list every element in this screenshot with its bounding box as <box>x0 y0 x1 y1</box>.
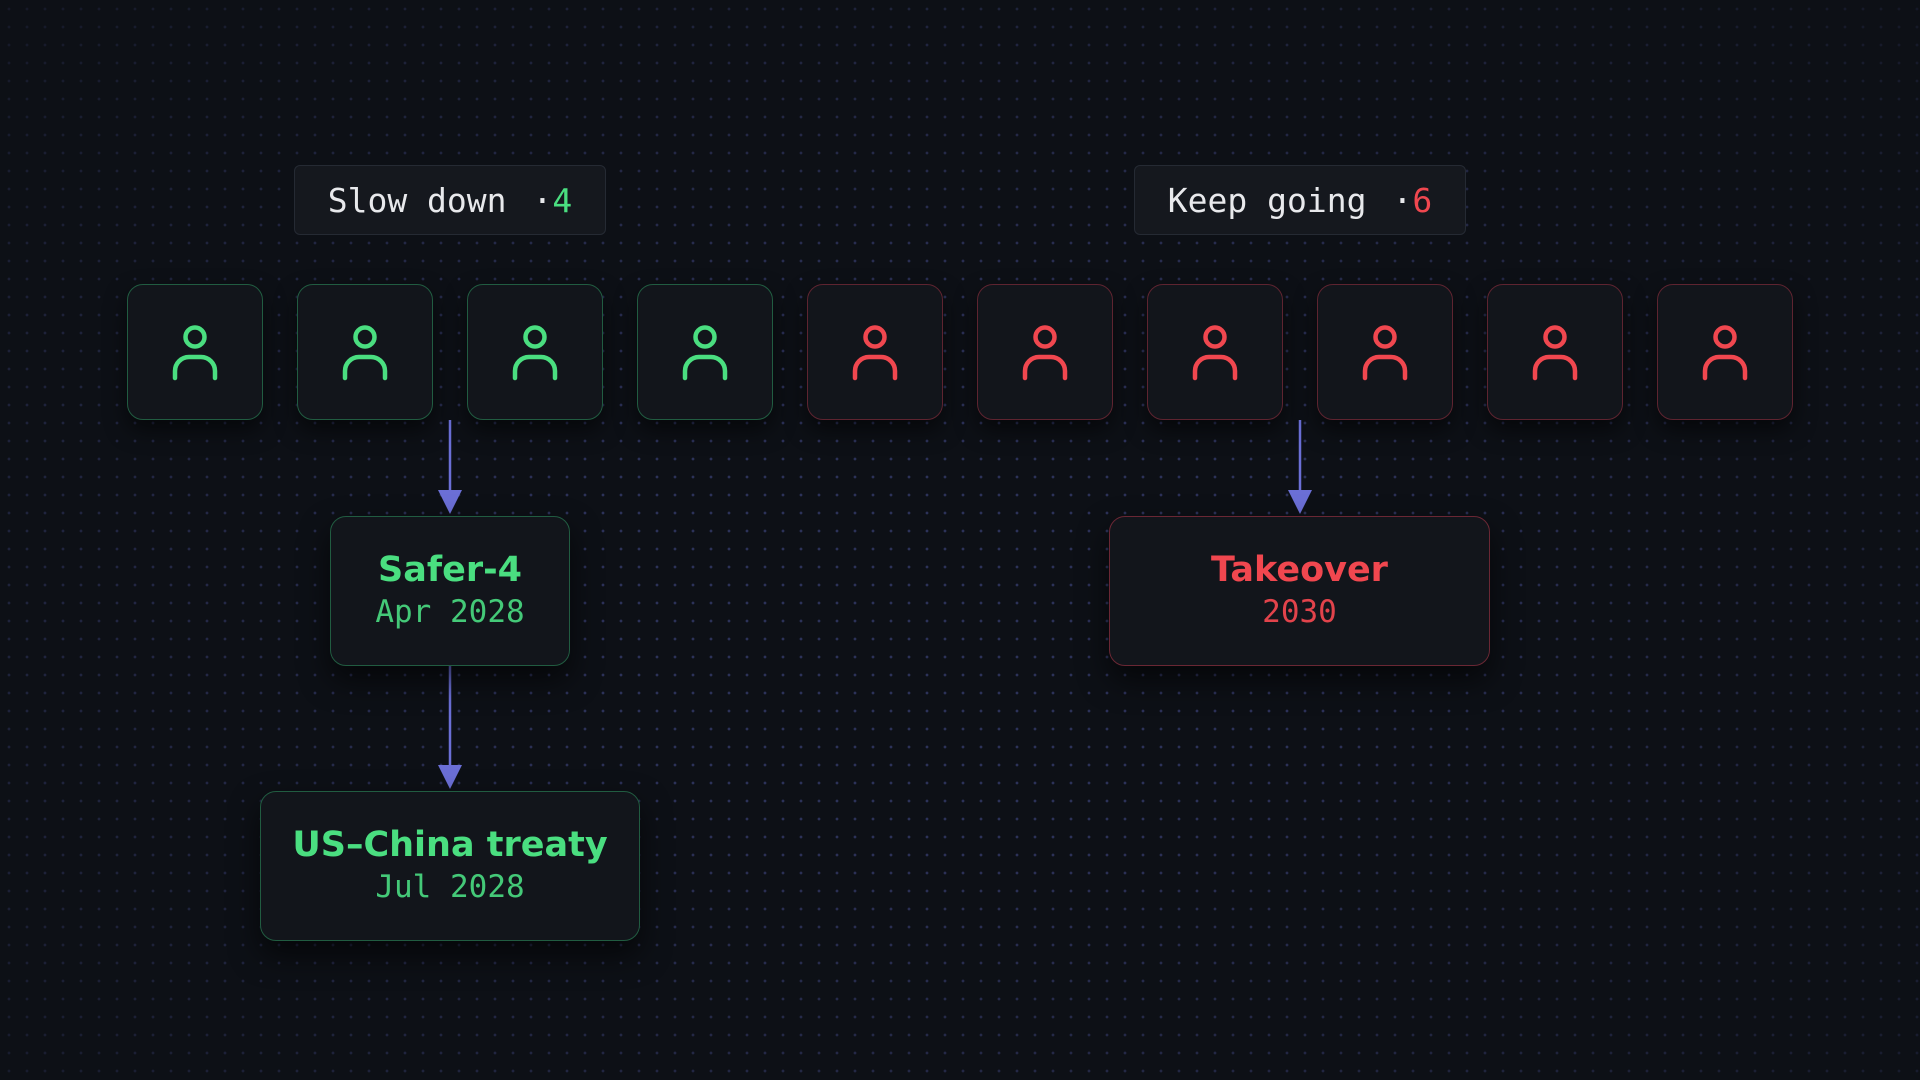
person-icon <box>852 323 898 381</box>
person-card-7 <box>1147 284 1283 420</box>
outcome-takeover: Takeover 2030 <box>1109 516 1490 666</box>
person-icon <box>342 323 388 381</box>
person-card-1 <box>127 284 263 420</box>
person-card-4 <box>637 284 773 420</box>
arrow-keep-to-takeover <box>1288 420 1312 514</box>
person-icon <box>172 323 218 381</box>
outcome-safer-4: Safer-4 Apr 2028 <box>330 516 570 666</box>
slow-down-text: Slow down <box>327 180 507 220</box>
outcome-date: 2030 <box>1262 593 1337 630</box>
keep-going-count: 6 <box>1412 180 1433 220</box>
person-icon <box>512 323 558 381</box>
keep-going-separator: · <box>1392 180 1413 220</box>
slow-down-label: Slow down · 4 <box>294 165 606 235</box>
person-card-6 <box>977 284 1113 420</box>
person-card-2 <box>297 284 433 420</box>
outcome-date: Apr 2028 <box>375 593 525 630</box>
person-card-9 <box>1487 284 1623 420</box>
person-card-3 <box>467 284 603 420</box>
person-icon <box>1702 323 1748 381</box>
keep-going-label: Keep going · 6 <box>1134 165 1466 235</box>
person-icon <box>1022 323 1068 381</box>
person-icon <box>1532 323 1578 381</box>
outcome-date: Jul 2028 <box>375 868 525 905</box>
arrow-safer-to-treaty <box>438 666 462 789</box>
person-card-5 <box>807 284 943 420</box>
person-icon <box>682 323 728 381</box>
outcome-us-china-treaty: US–China treaty Jul 2028 <box>260 791 640 941</box>
person-card-10 <box>1657 284 1793 420</box>
person-icon <box>1192 323 1238 381</box>
slow-down-count: 4 <box>552 180 573 220</box>
outcome-title: Takeover <box>1211 549 1388 590</box>
person-card-8 <box>1317 284 1453 420</box>
outcome-title: Safer-4 <box>378 549 522 590</box>
people-row <box>127 284 1793 420</box>
keep-going-text: Keep going <box>1167 180 1367 220</box>
slow-down-separator: · <box>532 180 553 220</box>
person-icon <box>1362 323 1408 381</box>
arrow-slow-to-safer <box>438 420 462 514</box>
outcome-title: US–China treaty <box>292 824 608 865</box>
